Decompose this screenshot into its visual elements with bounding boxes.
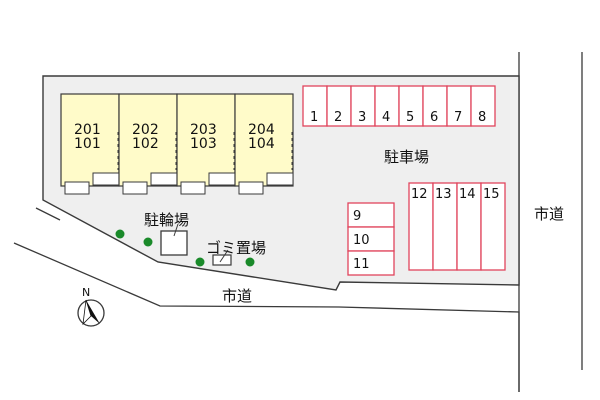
stall-number: 1	[310, 110, 318, 125]
tree-dot-icon	[115, 229, 125, 239]
garbage-area-label: ゴミ置場	[206, 239, 266, 257]
parking-stall: 14	[456, 182, 482, 271]
south-road-edge	[13, 242, 520, 392]
parking-stall: 9	[347, 202, 395, 228]
parking-stall: 12	[408, 182, 434, 271]
stall-number: 2	[334, 110, 342, 125]
stall-number: 15	[483, 187, 500, 202]
stall-number: 6	[430, 110, 438, 125]
parking-stall: 8	[470, 85, 496, 127]
tree-dot-icon	[195, 257, 205, 267]
north-label: N	[82, 286, 90, 299]
road-label-east: 市道	[534, 205, 564, 223]
stall-number: 11	[353, 257, 370, 272]
trees	[115, 229, 255, 267]
stall-number: 4	[382, 110, 390, 125]
stall-number: 10	[353, 233, 370, 248]
garbage-bin-icon	[212, 249, 232, 266]
bicycle-parking-leader	[173, 223, 179, 237]
stall-number: 3	[358, 110, 366, 125]
stall-number: 8	[478, 110, 486, 125]
unit-number-upper: 201	[74, 122, 101, 138]
parking-stall: 10	[347, 226, 395, 252]
stall-number: 7	[454, 110, 462, 125]
bicycle-parking-label: 駐輪場	[144, 211, 189, 229]
stall-number: 13	[435, 187, 452, 202]
road-label-south: 市道	[222, 287, 252, 305]
unit-number-upper: 203	[190, 122, 217, 138]
tree-dot-icon	[245, 257, 255, 267]
unit-number-upper: 202	[132, 122, 159, 138]
unit-number-lower: 102	[132, 136, 159, 152]
parking-stall: 3	[350, 85, 376, 127]
unit-number-lower: 103	[190, 136, 217, 152]
unit-number-lower: 104	[248, 136, 275, 152]
parking-stall: 1	[302, 85, 328, 127]
parking-stall: 2	[326, 85, 352, 127]
north-arrow-icon: N	[77, 286, 105, 327]
west-road-edge	[35, 207, 61, 221]
parking-stall: 7	[446, 85, 472, 127]
stall-number: 5	[406, 110, 414, 125]
parking-stall: 6	[422, 85, 448, 127]
parking-stall: 4	[374, 85, 400, 127]
stall-number: 9	[353, 209, 361, 224]
stall-number: 14	[459, 187, 476, 202]
parking-stall: 5	[398, 85, 424, 127]
tree-dot-icon	[143, 237, 153, 247]
parking-stall: 11	[347, 250, 395, 276]
unit-number-lower: 101	[74, 136, 101, 152]
parking-stall: 15	[480, 182, 506, 271]
parking-stall: 13	[432, 182, 458, 271]
unit-number-upper: 204	[248, 122, 275, 138]
stall-number: 12	[411, 187, 428, 202]
parking-label: 駐車場	[384, 148, 429, 166]
